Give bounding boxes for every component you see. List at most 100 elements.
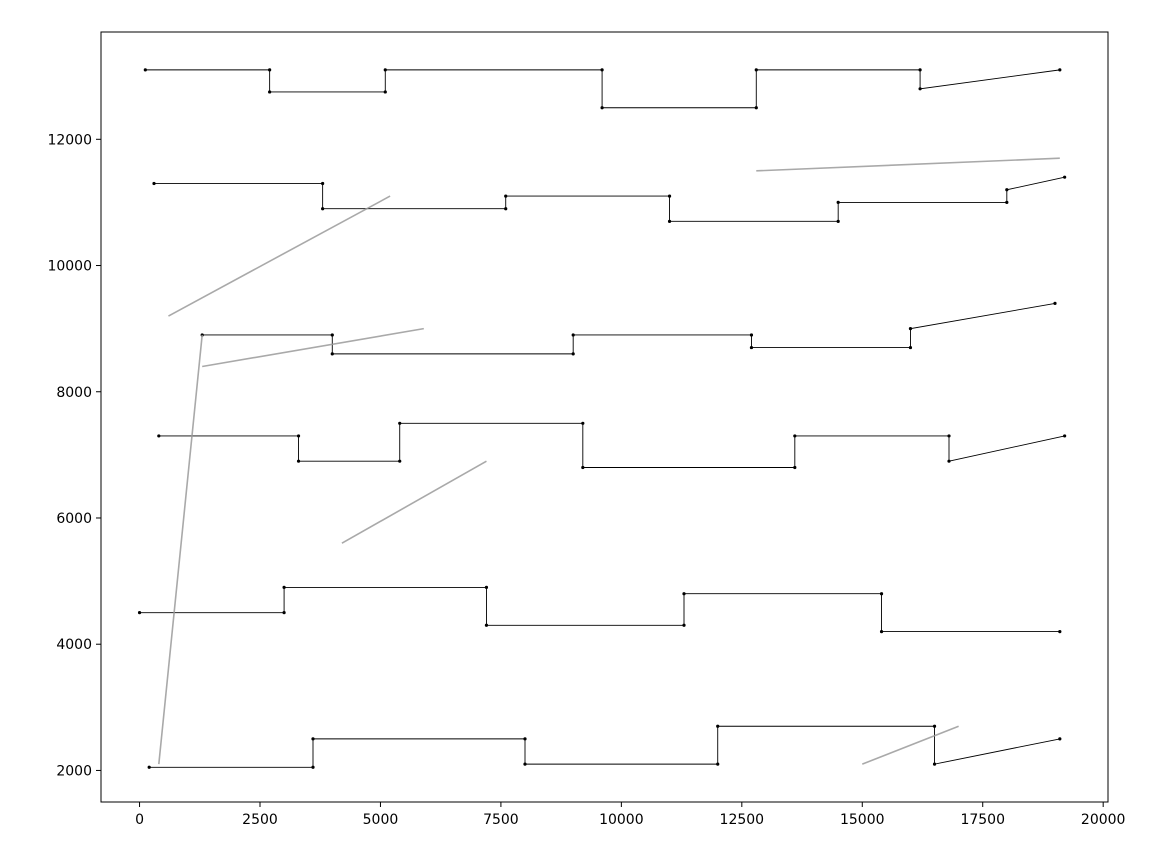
y-tick-label: 12000 bbox=[47, 132, 92, 148]
route-series bbox=[200, 301, 1057, 356]
jump-segment bbox=[861, 725, 959, 765]
x-tick-label: 15000 bbox=[840, 812, 885, 828]
route-point bbox=[793, 434, 797, 438]
jump-segment bbox=[168, 195, 391, 317]
plot-frame bbox=[100, 31, 1109, 803]
route-point bbox=[398, 421, 402, 425]
route-point bbox=[682, 592, 686, 596]
route-point bbox=[836, 200, 840, 205]
route-point bbox=[1058, 737, 1062, 741]
route-point bbox=[330, 333, 334, 337]
x-tick-label: 7500 bbox=[483, 812, 519, 828]
jump-line bbox=[158, 334, 203, 765]
route-line bbox=[145, 69, 1060, 109]
route-point bbox=[143, 68, 147, 72]
route-point bbox=[1005, 200, 1009, 205]
route-point bbox=[908, 345, 913, 350]
route-point bbox=[1053, 301, 1057, 305]
route-point bbox=[321, 181, 325, 186]
route-point bbox=[321, 207, 325, 211]
route-point bbox=[523, 762, 527, 766]
route-point bbox=[268, 68, 272, 72]
x-tick-label: 0 bbox=[135, 812, 144, 828]
route-point bbox=[147, 765, 151, 769]
route-point bbox=[932, 724, 937, 728]
route-point bbox=[296, 459, 301, 463]
route-point bbox=[296, 434, 301, 438]
route-series bbox=[147, 724, 1062, 769]
route-point bbox=[137, 611, 142, 615]
route-point bbox=[793, 465, 797, 470]
plot-data-layer bbox=[137, 68, 1067, 769]
jump-line bbox=[168, 195, 391, 317]
route-point bbox=[918, 87, 922, 91]
route-point bbox=[311, 737, 315, 741]
route-point bbox=[749, 345, 754, 350]
route-point bbox=[716, 762, 720, 766]
route-point bbox=[1063, 175, 1067, 179]
x-tick-label: 10000 bbox=[599, 812, 644, 828]
route-point bbox=[716, 724, 720, 728]
y-tick-label: 10000 bbox=[47, 259, 92, 275]
jump-line bbox=[861, 725, 959, 765]
y-tick-label: 4000 bbox=[56, 637, 92, 653]
route-line bbox=[139, 586, 1060, 633]
route-series bbox=[157, 421, 1067, 470]
route-point bbox=[311, 765, 315, 769]
route-point bbox=[879, 629, 884, 634]
route-point bbox=[947, 459, 951, 463]
route-point bbox=[282, 585, 286, 590]
route-point bbox=[484, 623, 489, 627]
route-point bbox=[330, 352, 334, 356]
route-point bbox=[282, 611, 286, 615]
route-point bbox=[152, 181, 156, 186]
x-tick-label: 12500 bbox=[720, 812, 765, 828]
route-point bbox=[754, 68, 758, 72]
route-point bbox=[754, 106, 758, 110]
route-point bbox=[581, 421, 585, 425]
route-point bbox=[1058, 629, 1062, 634]
route-point bbox=[1063, 434, 1067, 438]
route-point bbox=[682, 623, 686, 627]
route-point bbox=[571, 352, 575, 356]
route-point bbox=[571, 333, 575, 337]
route-point bbox=[484, 585, 489, 590]
x-tick-label: 2500 bbox=[242, 812, 278, 828]
x-tick-label: 20000 bbox=[1081, 812, 1126, 828]
jump-line bbox=[341, 460, 487, 544]
y-tick-label: 2000 bbox=[56, 763, 92, 779]
route-point bbox=[523, 737, 527, 741]
route-line bbox=[202, 302, 1056, 355]
x-tick-label: 5000 bbox=[363, 812, 399, 828]
route-point bbox=[667, 194, 672, 198]
route-point bbox=[383, 90, 387, 94]
route-point bbox=[600, 68, 604, 72]
jump-segment bbox=[341, 460, 487, 544]
route-point bbox=[504, 207, 508, 211]
route-point bbox=[879, 592, 884, 596]
jump-segment bbox=[202, 327, 424, 368]
route-point bbox=[398, 459, 402, 463]
y-tick-label: 8000 bbox=[56, 385, 92, 401]
route-point bbox=[157, 434, 161, 438]
route-point bbox=[749, 333, 754, 337]
jump-line bbox=[756, 157, 1060, 172]
x-tick-label: 17500 bbox=[960, 812, 1005, 828]
jump-segment bbox=[756, 157, 1060, 172]
route-series bbox=[137, 585, 1062, 634]
route-point bbox=[1005, 188, 1009, 192]
x-axis: 0 2500 5000 7500 10000 12500 15000 17500 20000 bbox=[135, 802, 1125, 828]
route-point bbox=[600, 106, 604, 110]
route-point bbox=[667, 219, 672, 223]
jump-segment bbox=[158, 334, 203, 765]
route-line bbox=[158, 422, 1065, 468]
y-tick-label: 6000 bbox=[56, 511, 92, 527]
route-point bbox=[383, 68, 387, 72]
route-point bbox=[581, 465, 585, 470]
route-point bbox=[836, 219, 840, 223]
route-point bbox=[908, 327, 913, 331]
jump-line bbox=[202, 327, 424, 368]
route-line bbox=[154, 176, 1065, 222]
route-point bbox=[268, 90, 272, 94]
